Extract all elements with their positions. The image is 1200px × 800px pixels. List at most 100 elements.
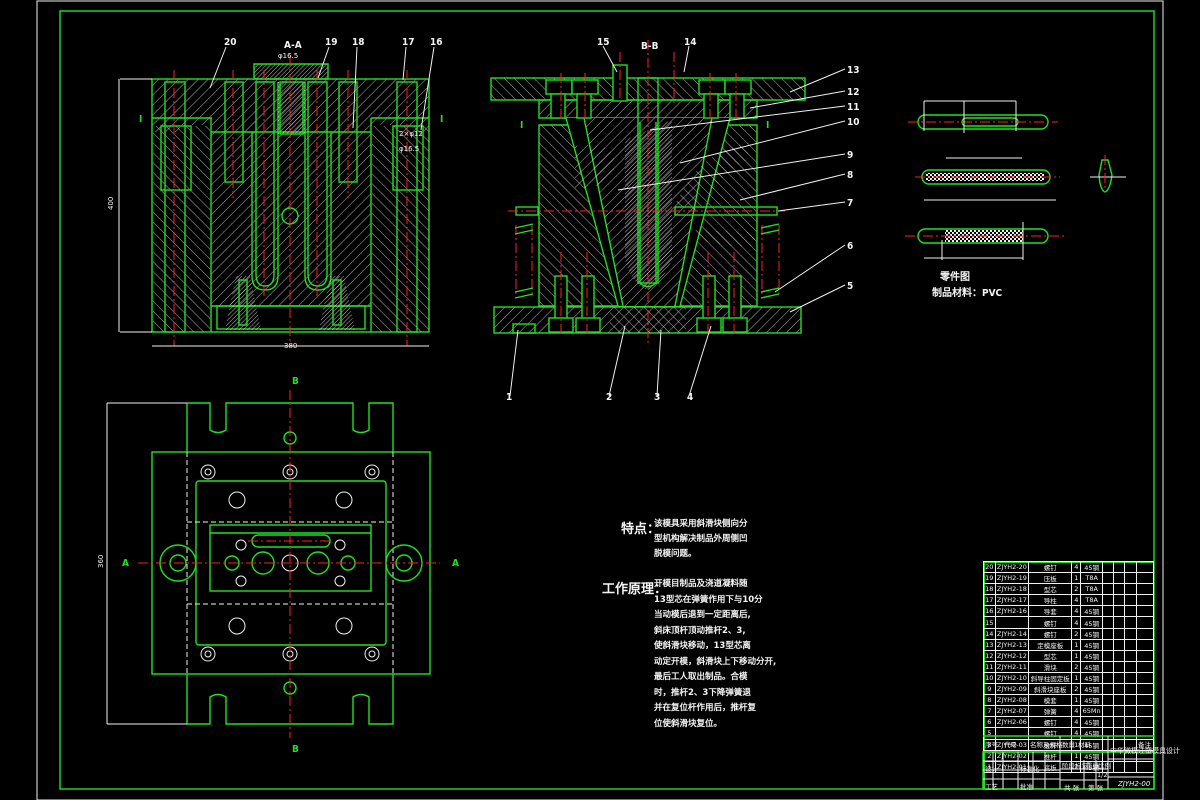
part-name: 螺钉 bbox=[1028, 560, 1073, 574]
part-code bbox=[994, 616, 1030, 629]
part-no: 20 bbox=[983, 560, 996, 574]
tb-label-weight: 重量 bbox=[1086, 762, 1099, 770]
part-empty-cell bbox=[1135, 605, 1155, 618]
tb-label-total: 共 张 bbox=[1064, 784, 1080, 792]
part-empty-cell bbox=[1135, 616, 1155, 629]
part-empty-cell bbox=[1135, 649, 1155, 662]
part-no: 17 bbox=[983, 594, 996, 607]
principle-line: 13型芯在弹簧作用下与10分 bbox=[654, 594, 763, 605]
part-name: 螺钉 bbox=[1028, 716, 1073, 729]
principle-line: 位使斜滑块复位。 bbox=[654, 718, 723, 729]
part-empty-cell bbox=[1124, 583, 1137, 596]
part-empty-cell bbox=[1113, 716, 1126, 729]
part-empty-cell bbox=[1101, 583, 1115, 596]
header-no: 序号 bbox=[985, 741, 998, 749]
part-name: 弹簧 bbox=[1028, 705, 1073, 718]
part-qty: 4 bbox=[1071, 727, 1082, 740]
part-code: ZJYH2-08 bbox=[994, 694, 1030, 707]
part-material: 45钢 bbox=[1080, 560, 1103, 574]
part-empty-cell bbox=[1113, 605, 1126, 618]
section-aa-view: 400 380 φ16.5 2×φ12 φ16.5 I I A-A 20 19 … bbox=[107, 37, 443, 350]
part-qty: 4 bbox=[1071, 560, 1082, 574]
part-empty-cell bbox=[1101, 660, 1115, 673]
part-empty-cell bbox=[1135, 694, 1155, 707]
part-material: 65Mn bbox=[1080, 705, 1103, 718]
part-code: ZJYH2-20 bbox=[994, 560, 1030, 574]
part-code: ZJYH2-02 bbox=[994, 749, 1030, 762]
part-no: 16 bbox=[983, 605, 996, 618]
tb-label-stage: 阶段标记 bbox=[1062, 762, 1088, 770]
section-mark-i-right: I bbox=[440, 114, 443, 125]
tb-label-process: 工艺 bbox=[985, 783, 998, 791]
principle-line: 使斜滑块移动，13型芯离 bbox=[654, 641, 751, 651]
tb-label-design: 设计 bbox=[985, 765, 998, 773]
part-empty-cell bbox=[1113, 683, 1126, 696]
part-empty-cell bbox=[1101, 705, 1115, 718]
dim-height-plan: 360 bbox=[97, 555, 105, 568]
part-empty-cell bbox=[1101, 605, 1115, 618]
principle-line: 并在复位杆作用后，推杆复 bbox=[654, 703, 757, 713]
part-qty: 4 bbox=[1071, 605, 1082, 618]
part-no: 11 bbox=[983, 660, 996, 673]
part-qty: 1 bbox=[1071, 694, 1082, 707]
part-no: 5 bbox=[983, 727, 996, 740]
part-empty-cell bbox=[1124, 560, 1137, 574]
balloon-2: 2 bbox=[606, 392, 612, 403]
part-material: 45钢 bbox=[1080, 605, 1103, 618]
part-name: 螺钉 bbox=[1028, 616, 1073, 629]
part-empty-cell bbox=[1113, 583, 1126, 596]
part-empty-cell bbox=[1124, 616, 1137, 629]
balloon-11: 11 bbox=[847, 102, 860, 113]
dim-right-aa-2: φ16.5 bbox=[399, 145, 419, 153]
principle-line: 当动模后退到一定距离后, bbox=[654, 610, 751, 620]
part-empty-cell bbox=[1124, 594, 1137, 607]
part-material: T8A bbox=[1080, 572, 1103, 585]
part-material: 45钢 bbox=[1080, 627, 1103, 640]
tb-label-approve: 批准 bbox=[1020, 783, 1033, 791]
dim-height-aa: 400 bbox=[107, 197, 115, 210]
principle-line: 斜床顶杆顶动推杆2、3, bbox=[654, 625, 746, 636]
balloon-13: 13 bbox=[847, 65, 860, 76]
part-empty-cell bbox=[1113, 694, 1126, 707]
part-qty: 2 bbox=[1071, 683, 1082, 696]
part-qty: 2 bbox=[1071, 627, 1082, 640]
part-name: 斜导柱固定板 bbox=[1028, 671, 1073, 685]
part-empty-cell bbox=[1124, 572, 1137, 585]
part-name: 模套 bbox=[1028, 694, 1073, 707]
part-empty-cell bbox=[1135, 671, 1155, 685]
balloon-12: 12 bbox=[847, 87, 860, 98]
part-empty-cell bbox=[1101, 638, 1115, 651]
part-no: 12 bbox=[983, 649, 996, 662]
part-qty: 1 bbox=[1071, 638, 1082, 651]
section-mark-bb-left: I bbox=[520, 120, 523, 131]
section-bb-title: B-B bbox=[641, 41, 659, 52]
part-qty: 2 bbox=[1071, 583, 1082, 596]
part-no: 14 bbox=[983, 627, 996, 640]
principle-text: 开模目制品及浇道凝料随 13型芯在弹簧作用下与10分 当动模后退到一定距离后, … bbox=[654, 577, 794, 732]
part-no: 13 bbox=[983, 638, 996, 651]
part-empty-cell bbox=[1113, 660, 1126, 673]
part-no: 7 bbox=[983, 705, 996, 718]
header-material: 材料 bbox=[1078, 741, 1091, 749]
part-material: 45钢 bbox=[1080, 649, 1103, 662]
part-name: 导柱 bbox=[1028, 594, 1073, 607]
part-code: ZJYH2-11 bbox=[994, 660, 1030, 673]
part-name: 定模座板 bbox=[1028, 638, 1073, 651]
balloon-5: 5 bbox=[847, 281, 853, 292]
principle-line: 动定开模，斜滑块上下移动分开, bbox=[654, 656, 777, 667]
header-name: 名称及规格 bbox=[1030, 741, 1063, 749]
balloon-15: 15 bbox=[597, 37, 610, 48]
part-code: ZJYH2-19 bbox=[994, 572, 1030, 585]
balloon-17: 17 bbox=[402, 37, 415, 48]
part-code: ZJYH2-18 bbox=[994, 583, 1030, 596]
dim-right-aa-1: 2×φ12 bbox=[399, 130, 423, 138]
part-empty-cell bbox=[1124, 760, 1137, 773]
part-code: ZJYH2-17 bbox=[994, 594, 1030, 607]
